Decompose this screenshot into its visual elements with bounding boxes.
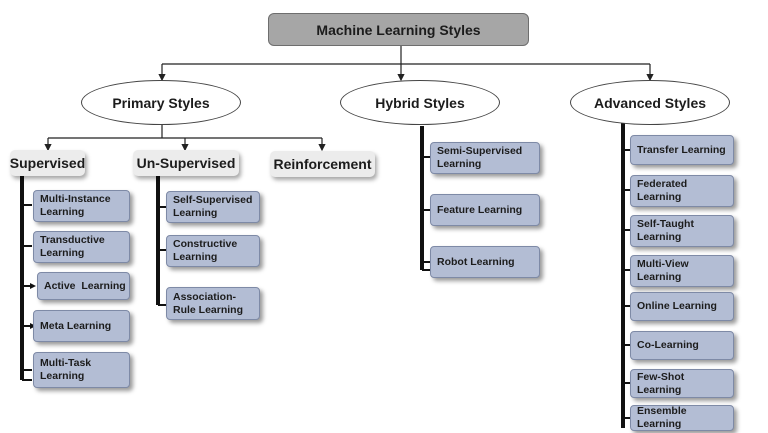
supervised-label: Supervised	[9, 155, 86, 171]
leaf-label: Few-Shot Learning	[637, 370, 685, 396]
leaf-association-rule-learning: Association-Rule Learning	[166, 287, 260, 320]
leaf-multi-view-learning: Multi-View Learning	[630, 255, 734, 287]
root-label: Machine Learning Styles	[316, 21, 481, 38]
leaf-transfer-learning: Transfer Learning	[630, 135, 734, 165]
primary-styles-node: Primary Styles	[81, 80, 241, 125]
leaf-label: Co-Learning	[637, 339, 699, 351]
leaf-label: Transfer Learning	[637, 143, 726, 156]
reinforcement-node: Reinforcement	[270, 151, 375, 177]
leaf-label: Multi-Task Learning	[40, 357, 92, 382]
leaf-multi-task-learning: Multi-Task Learning	[33, 352, 130, 388]
leaf-ensemble-learning: Ensemble Learning	[630, 405, 734, 431]
leaf-label: Multi-Instance Learning	[40, 193, 111, 218]
leaf-feature-learning: Feature Learning	[430, 194, 540, 226]
leaf-multi-instance-learning: Multi-Instance Learning	[33, 190, 130, 222]
leaf-few-shot-learning: Few-Shot Learning	[630, 369, 734, 398]
leaf-label: Association-Rule Learning	[173, 290, 244, 316]
leaf-label: Active Learning	[44, 279, 126, 292]
leaf-label: Self-Supervised Learning	[173, 194, 253, 219]
leaf-robot-learning: Robot Learning	[430, 246, 540, 278]
leaf-active-learning: Active Learning	[37, 272, 130, 300]
leaf-meta-learning: Meta Learning	[33, 310, 130, 342]
leaf-transductive-learning: Transductive Learning	[33, 231, 130, 263]
leaf-online-learning: Online Learning	[630, 292, 734, 321]
leaf-label: Self-Taught Learning	[637, 218, 694, 243]
unsupervised-label: Un-Supervised	[136, 155, 236, 171]
advanced-styles-label: Advanced Styles	[593, 94, 707, 111]
root-node: Machine Learning Styles	[268, 13, 529, 46]
leaf-label: Online Learning	[637, 300, 717, 312]
advanced-styles-node: Advanced Styles	[570, 80, 730, 125]
hybrid-styles-node: Hybrid Styles	[340, 80, 500, 125]
leaf-label: Semi-Supervised Learning	[437, 145, 523, 170]
root-connectors	[158, 46, 654, 82]
leaf-label: Feature Learning	[437, 203, 523, 216]
leaf-label: Transductive Learning	[40, 234, 105, 259]
primary-connectors	[44, 124, 326, 152]
leaf-label: Meta Learning	[40, 319, 112, 332]
primary-styles-label: Primary Styles	[112, 94, 210, 111]
leaf-label: Multi-View Learning	[637, 258, 689, 283]
leaf-label: Ensemble Learning	[637, 405, 687, 430]
leaf-self-taught-learning: Self-Taught Learning	[630, 215, 734, 247]
branch-ticks	[22, 149, 630, 419]
leaf-constructive-learning: Constructive Learning	[166, 235, 260, 267]
leaf-label: Constructive Learning	[173, 238, 238, 263]
vertical-trunks	[20, 120, 625, 428]
leaf-label: Federated Learning	[637, 178, 688, 203]
reinforcement-label: Reinforcement	[273, 156, 372, 172]
supervised-node: Supervised	[10, 150, 85, 176]
leaf-co-learning: Co-Learning	[630, 331, 734, 360]
unsupervised-node: Un-Supervised	[133, 150, 239, 176]
leaf-federated-learning: Federated Learning	[630, 175, 734, 207]
leaf-self-supervised-learning: Self-Supervised Learning	[166, 191, 260, 223]
leaf-semi-supervised-learning: Semi-Supervised Learning	[430, 142, 540, 174]
leaf-label: Robot Learning	[437, 255, 515, 268]
hybrid-styles-label: Hybrid Styles	[375, 94, 465, 111]
